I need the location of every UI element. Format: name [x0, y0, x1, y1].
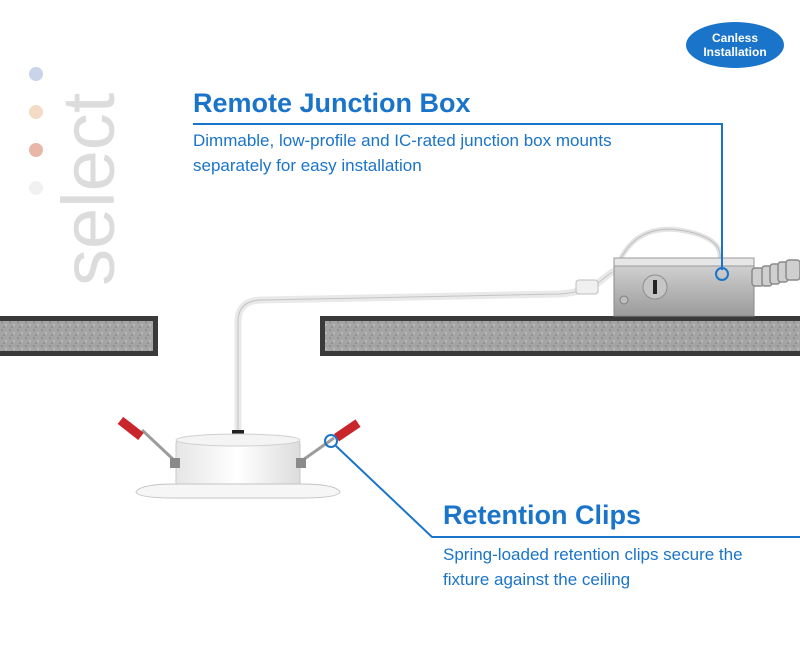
ceiling-right: [320, 316, 800, 356]
logo-dot-3: [29, 143, 43, 157]
retention-clips-leader: [324, 434, 800, 538]
junction-box-description: Dimmable, low-profile and IC-rated junct…: [193, 131, 612, 175]
select-logo: select: [29, 67, 124, 286]
badge-line-1: Canless: [711, 31, 759, 45]
logo-dot-2: [29, 105, 43, 119]
retention-clips-description: Spring-loaded retention clips secure the…: [443, 545, 743, 589]
logo-dot-4: [29, 181, 43, 195]
logo-dot-1: [29, 67, 43, 81]
junction-box: [613, 257, 755, 317]
recessed-fixture: [117, 416, 361, 499]
cable-connector: [575, 279, 599, 295]
retention-clips-title: Retention Clips: [443, 500, 642, 530]
ceiling-left: [0, 316, 158, 356]
badge-line-2: Installation: [703, 45, 767, 59]
junction-box-title: Remote Junction Box: [193, 88, 471, 118]
canless-installation-badge: Canless Installation: [686, 22, 784, 68]
logo-text: select: [47, 92, 124, 286]
flex-conduit: [751, 259, 800, 287]
junction-box-leader: [193, 123, 729, 281]
